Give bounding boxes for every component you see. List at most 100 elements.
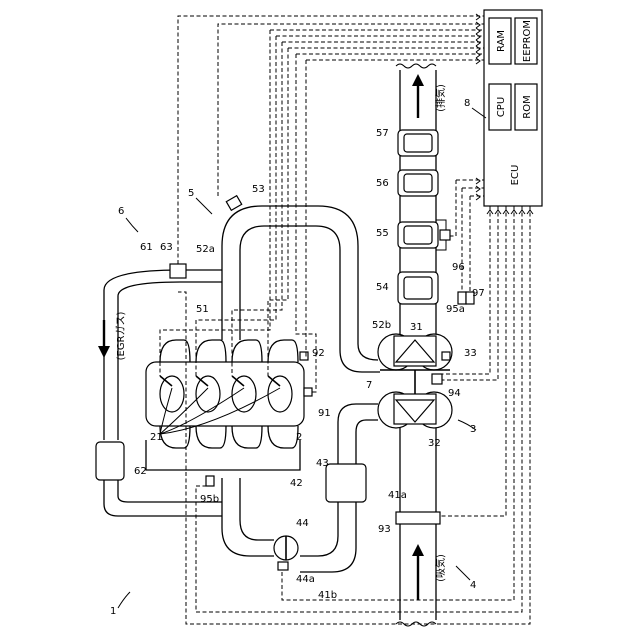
intake-41b-inner (300, 502, 356, 572)
ref-94: 94 (448, 388, 461, 399)
ref-96: 96 (452, 262, 465, 273)
ecu-input-arrows-top (476, 14, 480, 64)
ref-57: 57 (376, 128, 389, 139)
ref-52a: 52a (196, 244, 215, 255)
ref-91: 91 (318, 408, 331, 419)
ref-32: 32 (428, 438, 441, 449)
ref-21: 21 (150, 432, 163, 443)
intercooler-43 (326, 464, 366, 502)
sensor-91-box (304, 388, 312, 396)
signal-injector-1 (160, 30, 270, 376)
ecu-ram-label: RAM (496, 30, 507, 52)
airflow-meter-93 (396, 512, 440, 524)
ref-53: 53 (252, 184, 265, 195)
sensor-94-box (432, 374, 442, 384)
leader-1 (118, 592, 130, 608)
ref-41b: 41b (318, 590, 337, 601)
intake-runner-4 (268, 426, 298, 448)
catalyst-56-core (404, 174, 432, 192)
intake-runner-3 (232, 426, 262, 448)
ref-93: 93 (378, 524, 391, 535)
ref-97: 97 (472, 288, 485, 299)
ecu-unit: RAM EEPROM CPU ROM ECU 8 (464, 10, 542, 206)
ref-1: 1 (110, 606, 116, 617)
ref-55: 55 (376, 228, 389, 239)
ref-95a: 95a (446, 304, 465, 315)
leader-5 (196, 198, 212, 214)
egr-gas-label: (EGRガス) (115, 311, 127, 360)
ecu-eeprom-label: EEPROM (522, 20, 533, 62)
exhaust-runner-2 (196, 340, 226, 362)
exhaust-runner-3 (232, 340, 262, 362)
signal-lines (160, 14, 533, 624)
ref-8: 8 (464, 98, 470, 109)
ref-52b: 52b (372, 320, 391, 331)
intake-label: (吸気) (434, 554, 447, 582)
leader-6 (126, 218, 138, 232)
exhaust-52-outer (222, 206, 378, 360)
ref-54: 54 (376, 282, 389, 293)
exhaust-arrow-head (412, 74, 424, 86)
ecu-cpu-label: CPU (496, 97, 507, 117)
cylinder-4 (268, 376, 292, 412)
ref-61: 61 (140, 242, 153, 253)
intake-41b-outer (300, 502, 338, 556)
compressor-outlet-inner (356, 420, 378, 464)
intake-runner-2 (196, 426, 226, 448)
throttle-actuator-44a (278, 562, 288, 570)
ref-56: 56 (376, 178, 389, 189)
sensor-92-box (300, 352, 308, 360)
catalyst-57-core (404, 134, 432, 152)
cylinder-2 (196, 376, 220, 412)
ref-92: 92 (312, 348, 325, 359)
engine-2 (146, 340, 312, 470)
ref-95b: 95b (200, 494, 219, 505)
ref-5: 5 (188, 188, 194, 199)
turbocharger (378, 334, 452, 428)
cylinder-1 (160, 376, 184, 412)
egr-cooler-62 (96, 442, 124, 480)
signal-sensor-96 (450, 180, 456, 236)
exhaust-label: (排気) (434, 84, 447, 112)
ref-41a: 41a (388, 490, 407, 501)
ref-33: 33 (464, 348, 477, 359)
ref-31: 31 (410, 322, 423, 333)
ecu-input-arrows-mid (476, 178, 480, 200)
ref-43: 43 (316, 458, 329, 469)
exhaust-manifold (222, 196, 380, 372)
ref-51: 51 (196, 304, 209, 315)
ref-42: 42 (290, 478, 303, 489)
wastegate-33 (442, 352, 450, 360)
ref-2: 2 (296, 432, 302, 443)
signal-sensor-92 (306, 60, 308, 356)
exhaust-passage: (排気) (396, 64, 450, 338)
ecu-input-arrows-bottom (487, 210, 533, 214)
ref-4: 4 (470, 580, 476, 591)
leader-4 (456, 566, 470, 580)
ecu-title: ECU (510, 165, 521, 186)
exhaust-runner-4 (268, 340, 298, 362)
egr-arrow-head (98, 346, 110, 358)
catalyst-54-core (404, 277, 432, 299)
sensor-95b-box (206, 476, 214, 486)
intake-manifold-inner (240, 478, 274, 540)
exhaust-pipe-break (396, 64, 436, 68)
ref-44: 44 (296, 518, 309, 529)
sensor-95a-box (458, 292, 466, 304)
compressor-outlet-outer (338, 404, 378, 464)
intake-manifold-outer (222, 478, 274, 556)
sensor-53-box (226, 196, 241, 211)
sensor-96-box (440, 230, 450, 240)
catalyst-55-core (404, 226, 432, 244)
ref-6: 6 (118, 206, 124, 217)
ref-44a: 44a (296, 574, 315, 585)
ref-62: 62 (134, 466, 147, 477)
intake-arrow-head (412, 544, 424, 556)
signal-injector-4 (268, 48, 288, 376)
ref-63: 63 (160, 242, 173, 253)
ref-7: 7 (366, 380, 372, 391)
egr-valve-61 (170, 264, 186, 278)
ecu-rom-label: ROM (522, 95, 533, 118)
